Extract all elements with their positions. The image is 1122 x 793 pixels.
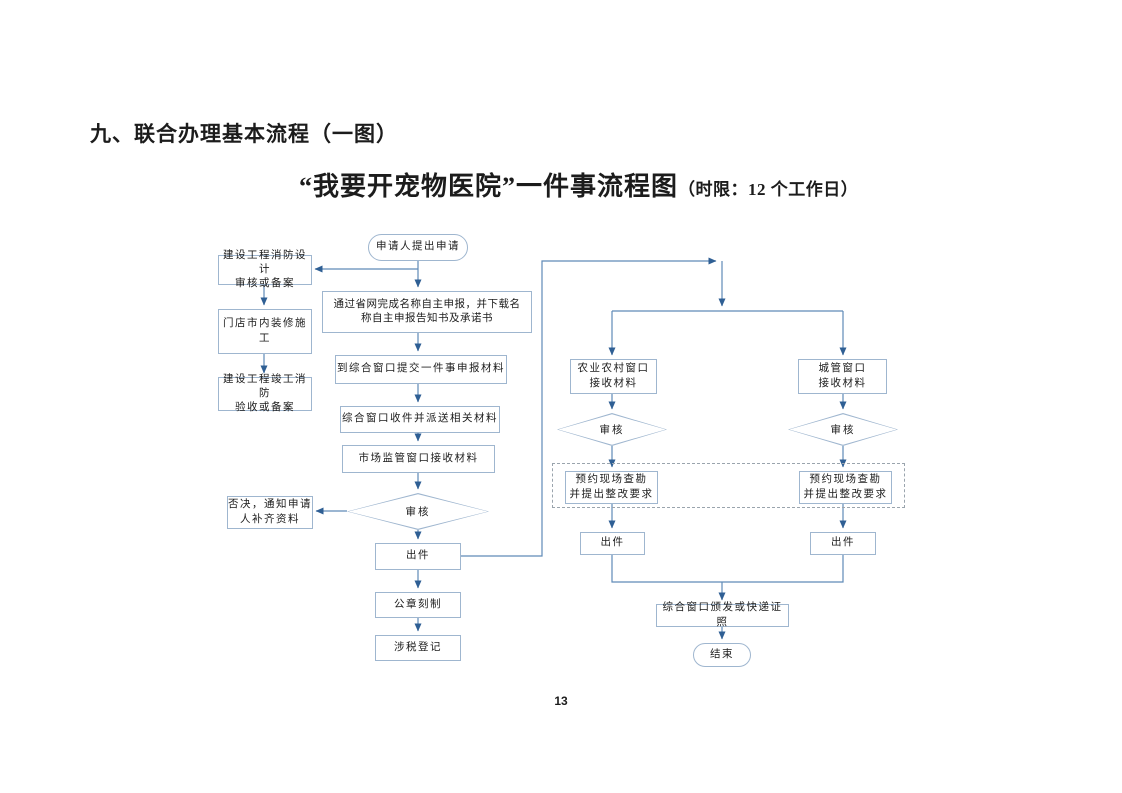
connector-issue-to-right-branch bbox=[461, 257, 717, 557]
node-city-receive: 城管窗口 接收材料 bbox=[798, 359, 887, 394]
section-heading: 九、联合办理基本流程（一图） bbox=[90, 123, 398, 146]
node-tax-register: 涉税登记 bbox=[375, 635, 461, 661]
node-reject-notice: 否决，通知申请 人补齐资料 bbox=[227, 496, 313, 529]
survey-dashed-zone bbox=[552, 463, 905, 508]
node-end: 结束 bbox=[693, 643, 751, 667]
node-market-receive: 市场监管窗口接收材料 bbox=[342, 445, 495, 473]
node-name-declare: 通过省网完成名称自主申报，并下载名 称自主申报告知书及承诺书 bbox=[322, 291, 532, 333]
flowchart-title-note: （时限：12 个工作日） bbox=[678, 180, 859, 199]
node-fire-design: 建设工程消防设计 审核或备案 bbox=[218, 250, 312, 289]
flowchart-title: “我要开宠物医院”一件事流程图（时限：12 个工作日） bbox=[299, 166, 858, 203]
decision-label: 审核 bbox=[405, 507, 431, 518]
node-survey-agri: 预约现场查勘 并提出整改要求 bbox=[565, 471, 658, 504]
node-shop-decoration: 门店市内装修施工 bbox=[218, 309, 312, 354]
page-number: 13 bbox=[554, 694, 568, 708]
node-review-mid: 审核 bbox=[347, 493, 489, 530]
node-issue-city: 出件 bbox=[810, 532, 876, 555]
node-review-agri: 审核 bbox=[557, 413, 667, 446]
decision-label: 审核 bbox=[830, 425, 856, 436]
node-agri-receive: 农业农村窗口 接收材料 bbox=[570, 359, 657, 394]
connector-merge bbox=[611, 555, 844, 583]
decision-label: 审核 bbox=[599, 425, 625, 436]
node-dispatch-materials: 综合窗口收件并派送相关材料 bbox=[340, 406, 500, 433]
node-seal-engrave: 公章刻制 bbox=[375, 592, 461, 618]
node-license-issue: 综合窗口颁发或快递证照 bbox=[656, 602, 789, 628]
node-issue-mid: 出件 bbox=[375, 543, 461, 570]
flowchart-title-main: “我要开宠物医院”一件事流程图 bbox=[299, 172, 679, 201]
node-issue-agri: 出件 bbox=[580, 532, 645, 555]
node-survey-city: 预约现场查勘 并提出整改要求 bbox=[799, 471, 892, 504]
node-submit-materials: 到综合窗口提交一件事申报材料 bbox=[335, 355, 507, 384]
node-review-city: 审核 bbox=[788, 413, 898, 446]
node-fire-acceptance: 建设工程竣工消防 验收或备案 bbox=[218, 374, 312, 413]
node-start: 申请人提出申请 bbox=[368, 234, 468, 261]
